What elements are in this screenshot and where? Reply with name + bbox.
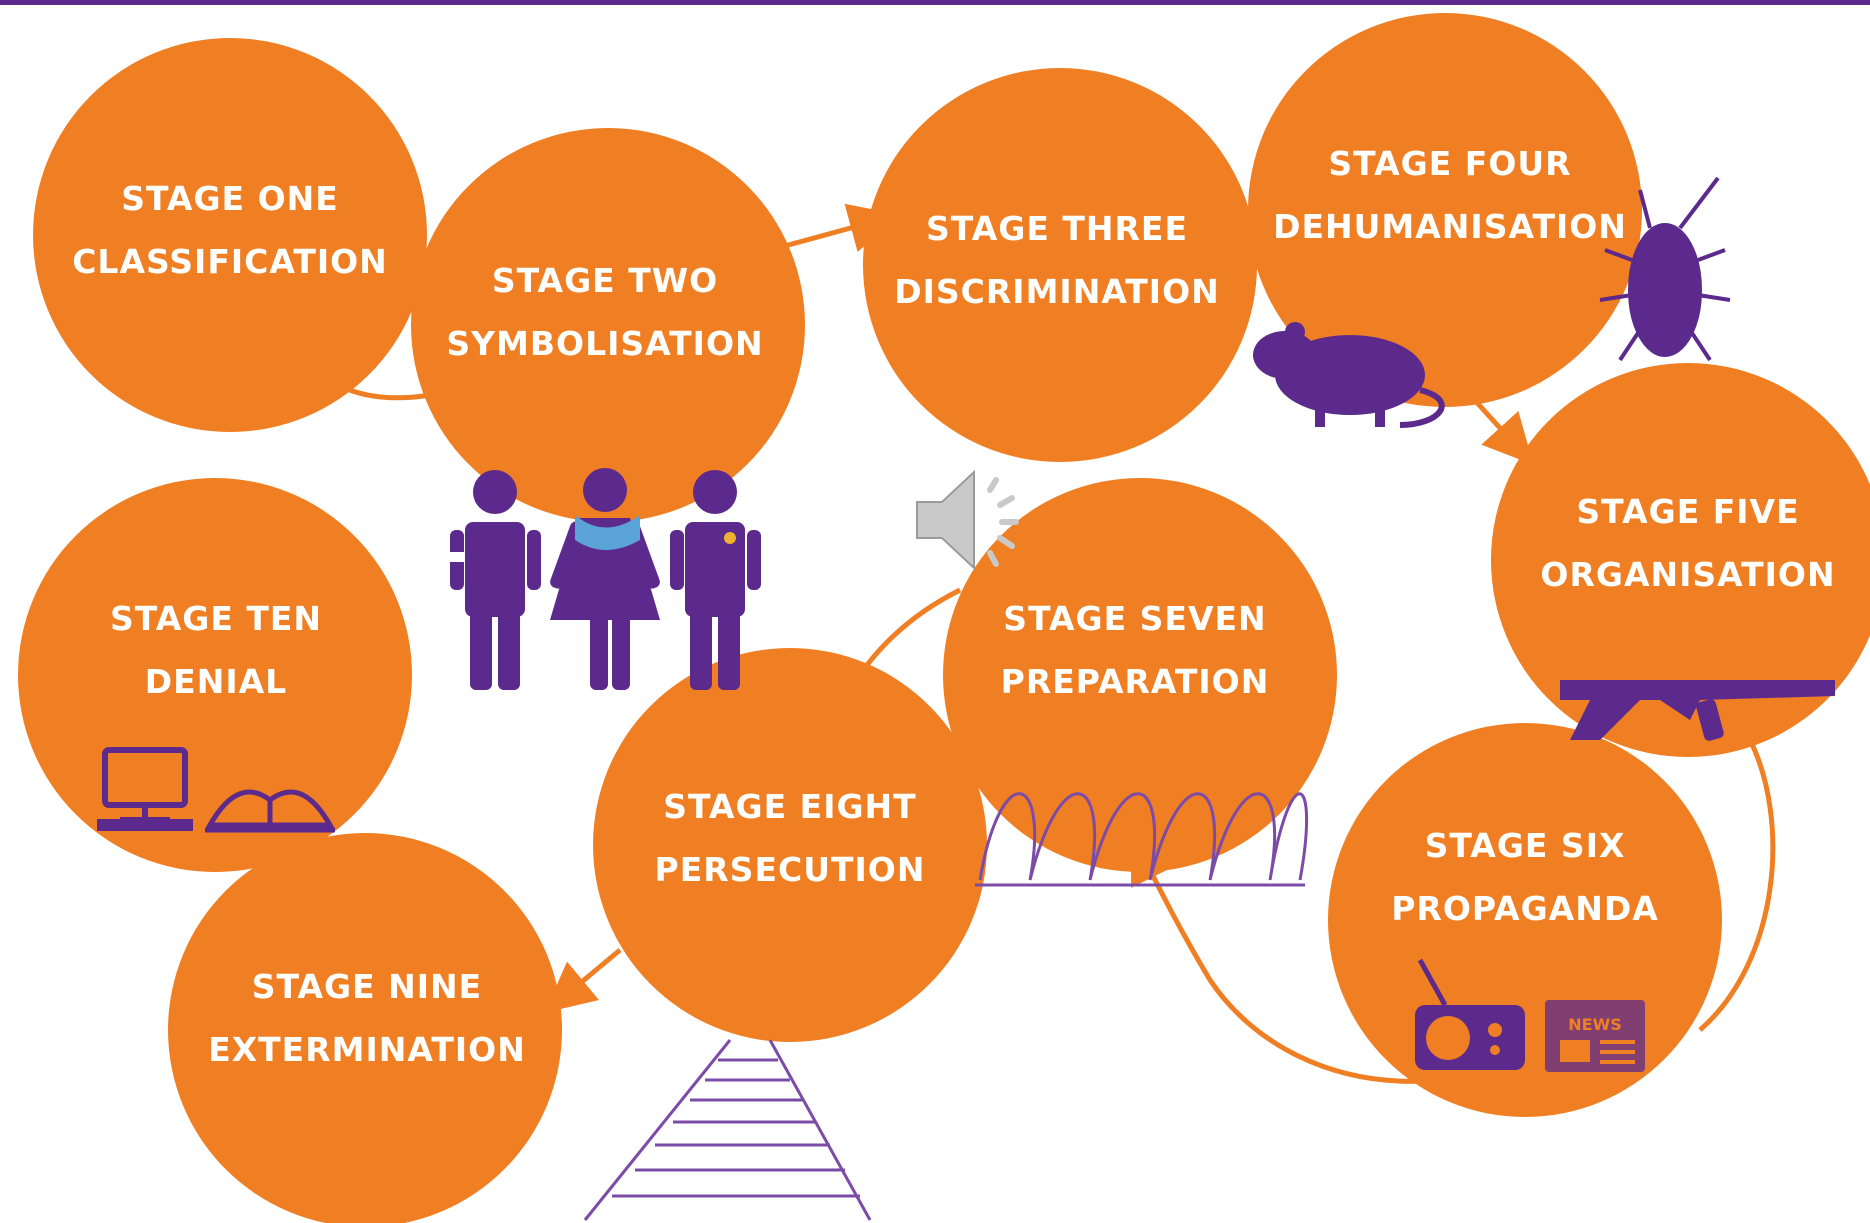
stage-six-label: STAGE SIX PROPAGANDA [1391, 814, 1659, 940]
rifle-icon [1560, 680, 1835, 741]
stage-ten-label: STAGE TEN DENIAL [110, 587, 322, 713]
arrow-four-to-five [1468, 393, 1534, 465]
stage-five-title: STAGE FIVE [1576, 492, 1800, 531]
stage-one-name: CLASSIFICATION [72, 242, 388, 281]
stage-circles [18, 13, 1870, 1223]
computer-icon [97, 747, 193, 831]
stage-three-name: DISCRIMINATION [894, 272, 1220, 311]
stage-one-label: STAGE ONE CLASSIFICATION [72, 167, 388, 293]
stage-eight-name: PERSECUTION [654, 850, 926, 889]
connector-arrows [227, 198, 1776, 1084]
stage-four-title: STAGE FOUR [1328, 144, 1572, 183]
stage-nine-title: STAGE NINE [251, 967, 483, 1006]
barbed-wire-icon [975, 792, 1309, 887]
arrow-five-to-six [1698, 738, 1776, 1032]
stage-two-name: SYMBOLISATION [446, 324, 764, 363]
radio-icon [1415, 958, 1525, 1070]
stage-one-circle [33, 38, 427, 432]
stage-ten-title: STAGE TEN [109, 599, 323, 638]
stage-four-label: STAGE FOUR DEHUMANISATION [1273, 132, 1627, 258]
stage-six-name: PROPAGANDA [1391, 889, 1659, 928]
stage-eight-title: STAGE EIGHT [663, 787, 917, 826]
stage-two-label: STAGE TWO SYMBOLISATION [446, 249, 763, 375]
stage-ten-name: DENIAL [144, 662, 288, 701]
arrow-six-to-seven [1131, 832, 1441, 1084]
stage-seven-label: STAGE SEVEN PREPARATION [1001, 587, 1270, 713]
railway-tracks-icon [583, 1039, 872, 1221]
people-with-badges-icon [450, 468, 761, 690]
stage-three-label: STAGE THREE DISCRIMINATION [894, 197, 1220, 323]
newspaper-icon: NEWS [1545, 1000, 1645, 1072]
stage-two-title: STAGE TWO [491, 261, 719, 300]
stage-nine-circle [168, 833, 562, 1223]
stage-one-title: STAGE ONE [121, 179, 339, 218]
top-accent-bar [0, 0, 1870, 5]
stage-seven-name: PREPARATION [1000, 662, 1270, 701]
stage-three-title: STAGE THREE [926, 209, 1188, 248]
book-icon [205, 789, 335, 833]
stage-five-label: STAGE FIVE ORGANISATION [1540, 480, 1835, 606]
stage-ten-circle [18, 478, 412, 872]
scarf-icon [575, 515, 640, 550]
stage-seven-circle [943, 478, 1337, 872]
stage-five-name: ORGANISATION [1540, 555, 1836, 594]
armband-icon [450, 552, 464, 562]
star-badge-icon [724, 532, 736, 544]
arrow-two-to-three [769, 203, 900, 253]
stage-five-circle [1491, 363, 1870, 757]
stage-four-circle [1248, 13, 1642, 407]
stage-nine-label: STAGE NINE EXTERMINATION [208, 955, 526, 1081]
stage-eight-label: STAGE EIGHT PERSECUTION [655, 775, 926, 901]
stage-two-circle [411, 128, 805, 522]
stage-four-name: DEHUMANISATION [1273, 207, 1627, 246]
stage-nine-name: EXTERMINATION [208, 1030, 526, 1069]
stage-three-circle [863, 68, 1257, 462]
stage-six-title: STAGE SIX [1424, 826, 1626, 865]
rat-icon [1253, 322, 1445, 428]
svg-text:NEWS: NEWS [1568, 1015, 1622, 1034]
stage-eight-circle [593, 648, 987, 1042]
speaker-icon[interactable] [912, 460, 1032, 580]
cockroach-icon [1599, 176, 1731, 362]
stage-seven-title: STAGE SEVEN [1003, 599, 1267, 638]
arrow-eight-to-nine [544, 948, 622, 1013]
